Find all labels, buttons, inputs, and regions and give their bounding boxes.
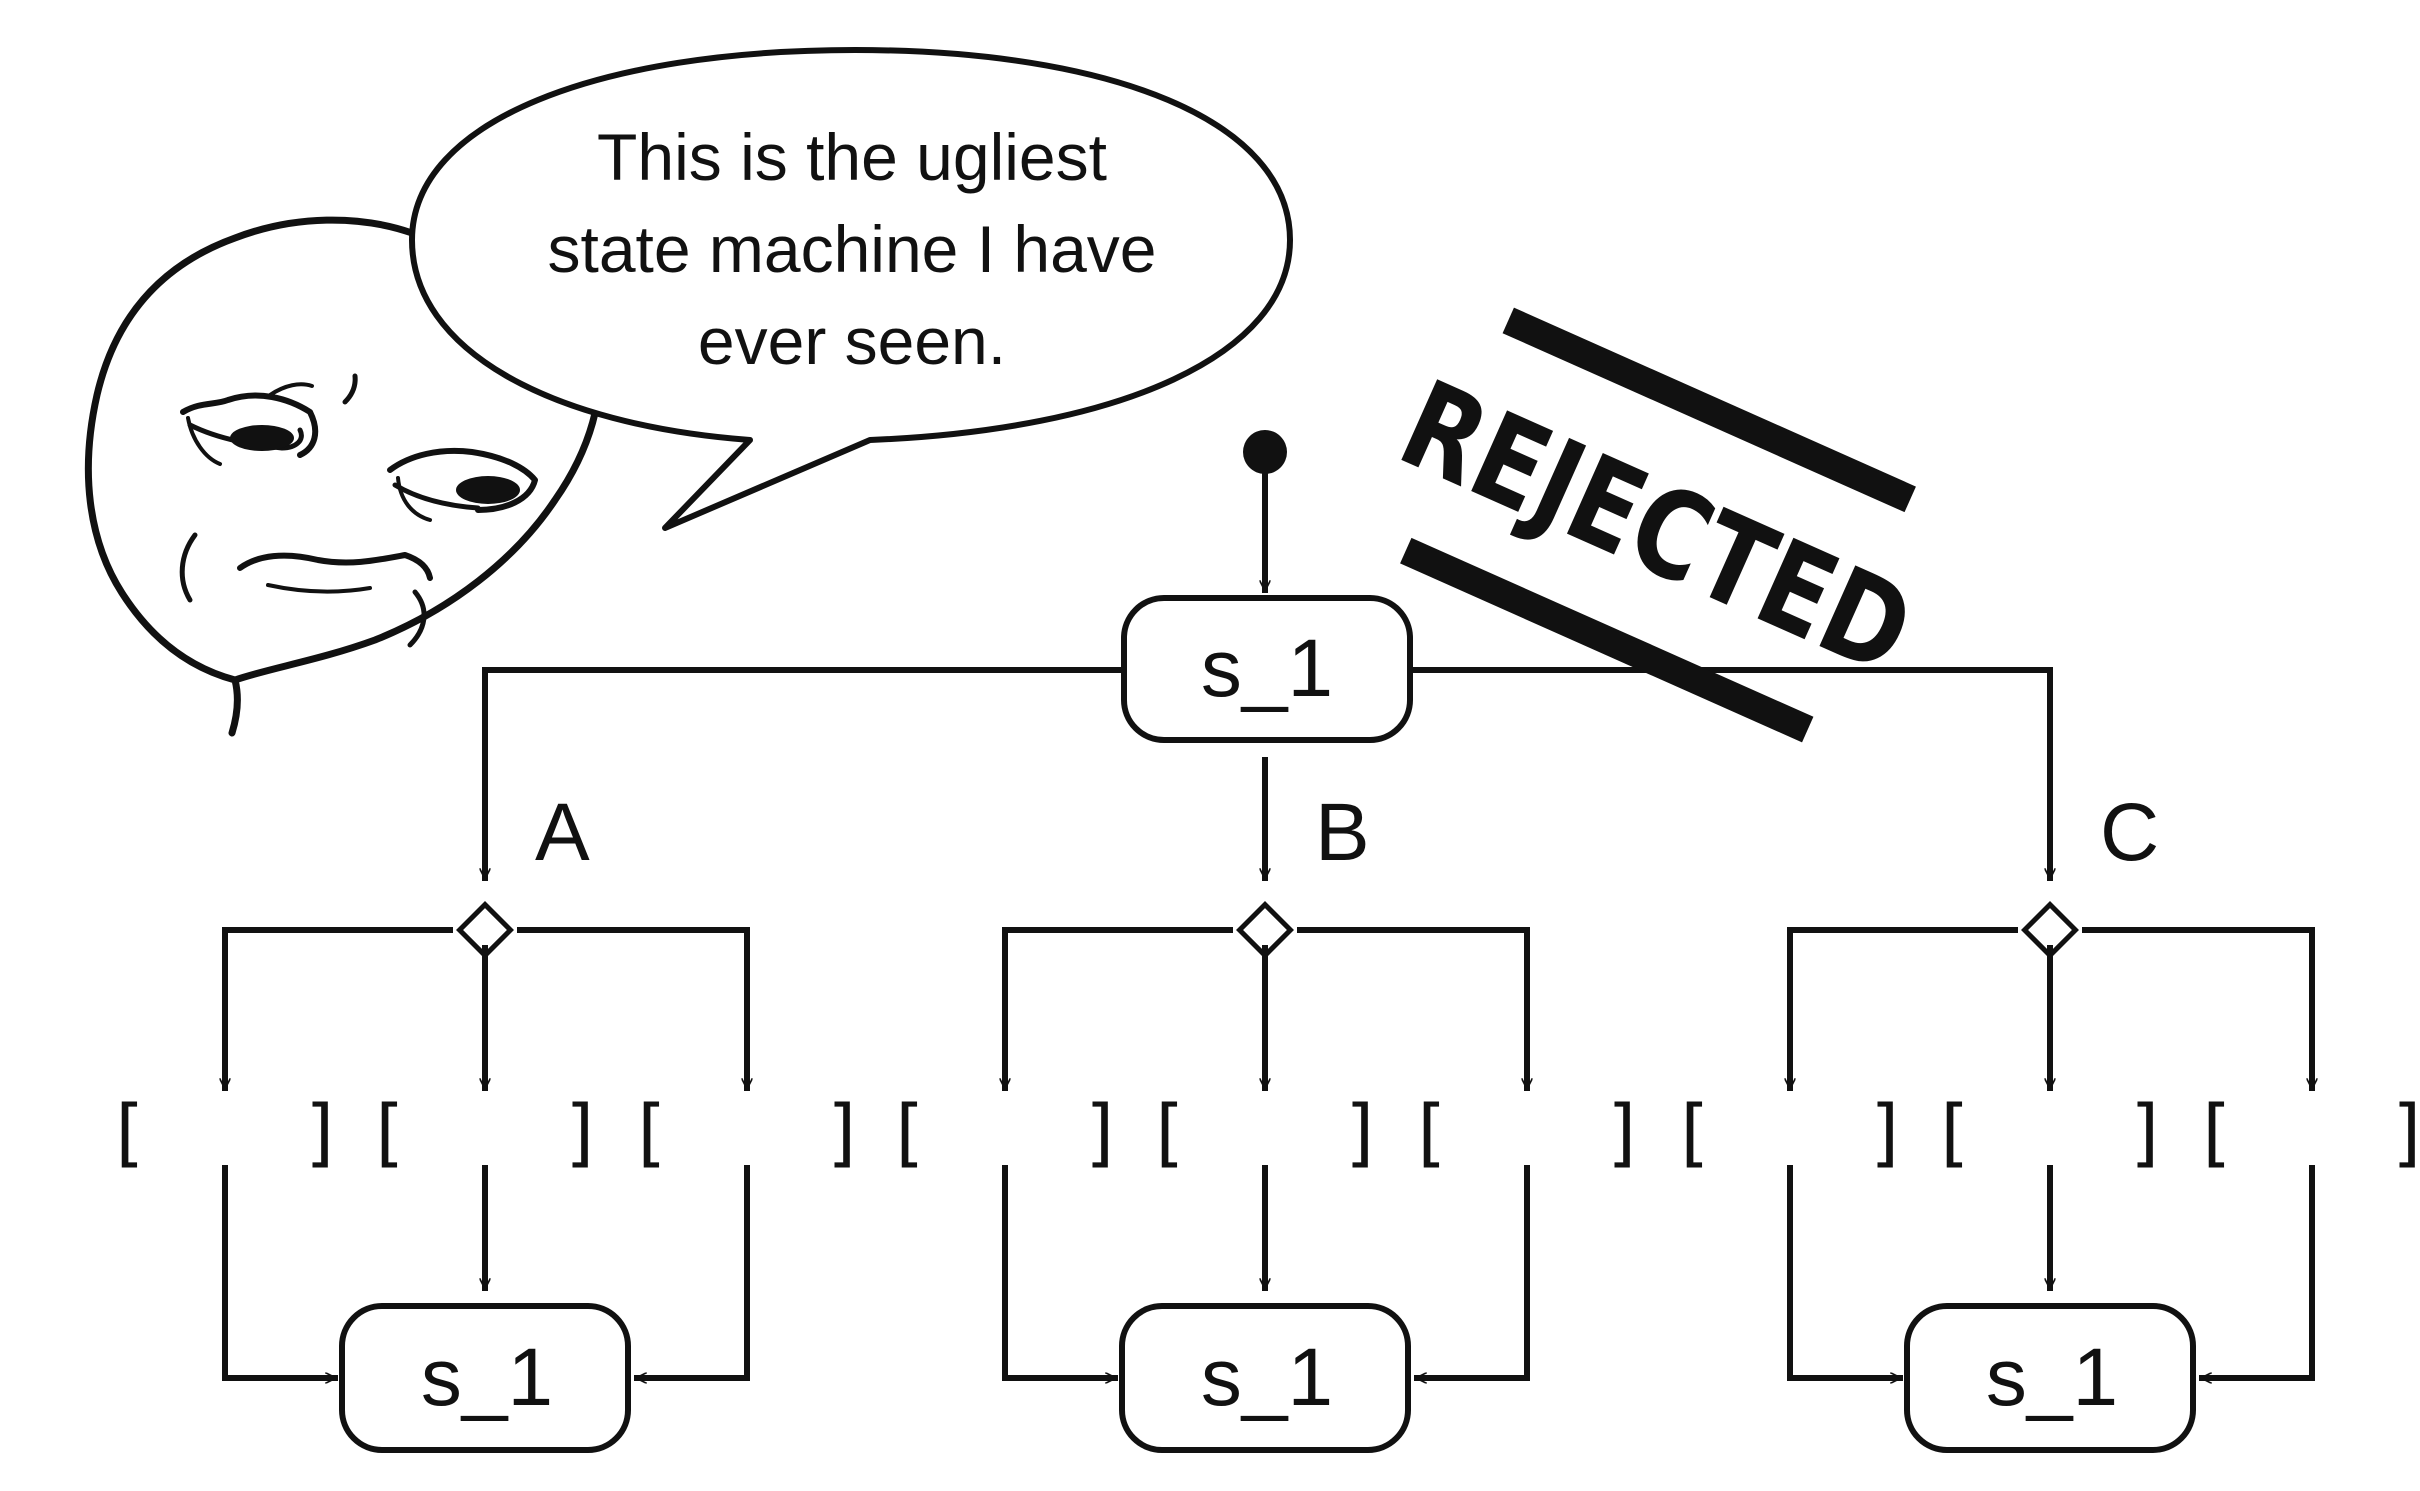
merge-arrow-left — [1002, 1165, 1118, 1378]
guard-arrow-right — [1297, 927, 1527, 1091]
choice-diamond — [2021, 901, 2079, 959]
initial-state-label: s_1 — [1201, 623, 1333, 714]
branch-group: A[][][]s_1 — [105, 787, 867, 1453]
initial-state-dot — [1243, 430, 1287, 474]
event-label: C — [2100, 787, 2159, 878]
guard-arrow-right — [2082, 927, 2312, 1091]
event-label: B — [1315, 787, 1370, 878]
guard-bracket-close: ] — [1340, 1090, 1385, 1176]
rejected-stamp: REJECTED — [1381, 307, 1932, 743]
merge-arrow-right — [634, 1165, 750, 1378]
guard-bracket-close: ] — [1080, 1090, 1125, 1176]
merge-arrow-left — [1787, 1165, 1903, 1378]
branch-arrow-a — [485, 667, 1128, 881]
target-state-label: s_1 — [1201, 1332, 1333, 1423]
guard-bracket-open: [ — [365, 1090, 410, 1176]
speech-bubble-line-1: This is the ugliest — [597, 120, 1107, 194]
merge-arrow-right — [2199, 1165, 2315, 1378]
guard-bracket-close: ] — [300, 1090, 345, 1176]
branch-arrow-c — [1407, 667, 2050, 881]
branch-group: C[][][]s_1 — [1670, 787, 2420, 1453]
top-flow: s_1 — [485, 430, 2050, 881]
choice-diamond — [1236, 901, 1294, 959]
target-state-label: s_1 — [1986, 1332, 2118, 1423]
branch-groups: A[][][]s_1B[][][]s_1C[][][]s_1 — [105, 787, 2420, 1453]
guard-bracket-close: ] — [822, 1090, 867, 1176]
guard-bracket-close: ] — [2387, 1090, 2420, 1176]
guard-bracket-close: ] — [2125, 1090, 2170, 1176]
initial-state-box — [1121, 595, 1413, 743]
merge-arrow-left — [222, 1165, 338, 1378]
merge-arrow-right — [1414, 1165, 1530, 1378]
guard-arrow-left — [1005, 927, 1233, 1091]
target-state-box — [339, 1303, 631, 1453]
guard-bracket-open: [ — [627, 1090, 672, 1176]
guard-bracket-open: [ — [1670, 1090, 1715, 1176]
target-state-box — [1119, 1303, 1411, 1453]
guard-bracket-open: [ — [1145, 1090, 1190, 1176]
guard-bracket-open: [ — [2192, 1090, 2237, 1176]
speech-bubble-line-2: state machine I have — [547, 212, 1156, 286]
guard-bracket-close: ] — [1865, 1090, 1910, 1176]
target-state-label: s_1 — [421, 1332, 553, 1423]
guard-bracket-open: [ — [105, 1090, 150, 1176]
guard-arrow-right — [517, 927, 747, 1091]
guard-arrow-left — [225, 927, 453, 1091]
guard-bracket-open: [ — [1407, 1090, 1452, 1176]
guard-bracket-open: [ — [1930, 1090, 1975, 1176]
speech-bubble: This is the ugliest state machine I have… — [409, 47, 1293, 531]
choice-diamond — [456, 901, 514, 959]
branch-group: B[][][]s_1 — [885, 787, 1647, 1453]
target-state-box — [1904, 1303, 2196, 1453]
speech-bubble-line-3: ever seen. — [698, 304, 1006, 378]
guard-arrow-left — [1790, 927, 2018, 1091]
guard-bracket-open: [ — [885, 1090, 930, 1176]
guard-bracket-close: ] — [1602, 1090, 1647, 1176]
rage-face-icon — [84, 216, 604, 737]
event-label: A — [535, 787, 590, 878]
guard-bracket-close: ] — [560, 1090, 605, 1176]
